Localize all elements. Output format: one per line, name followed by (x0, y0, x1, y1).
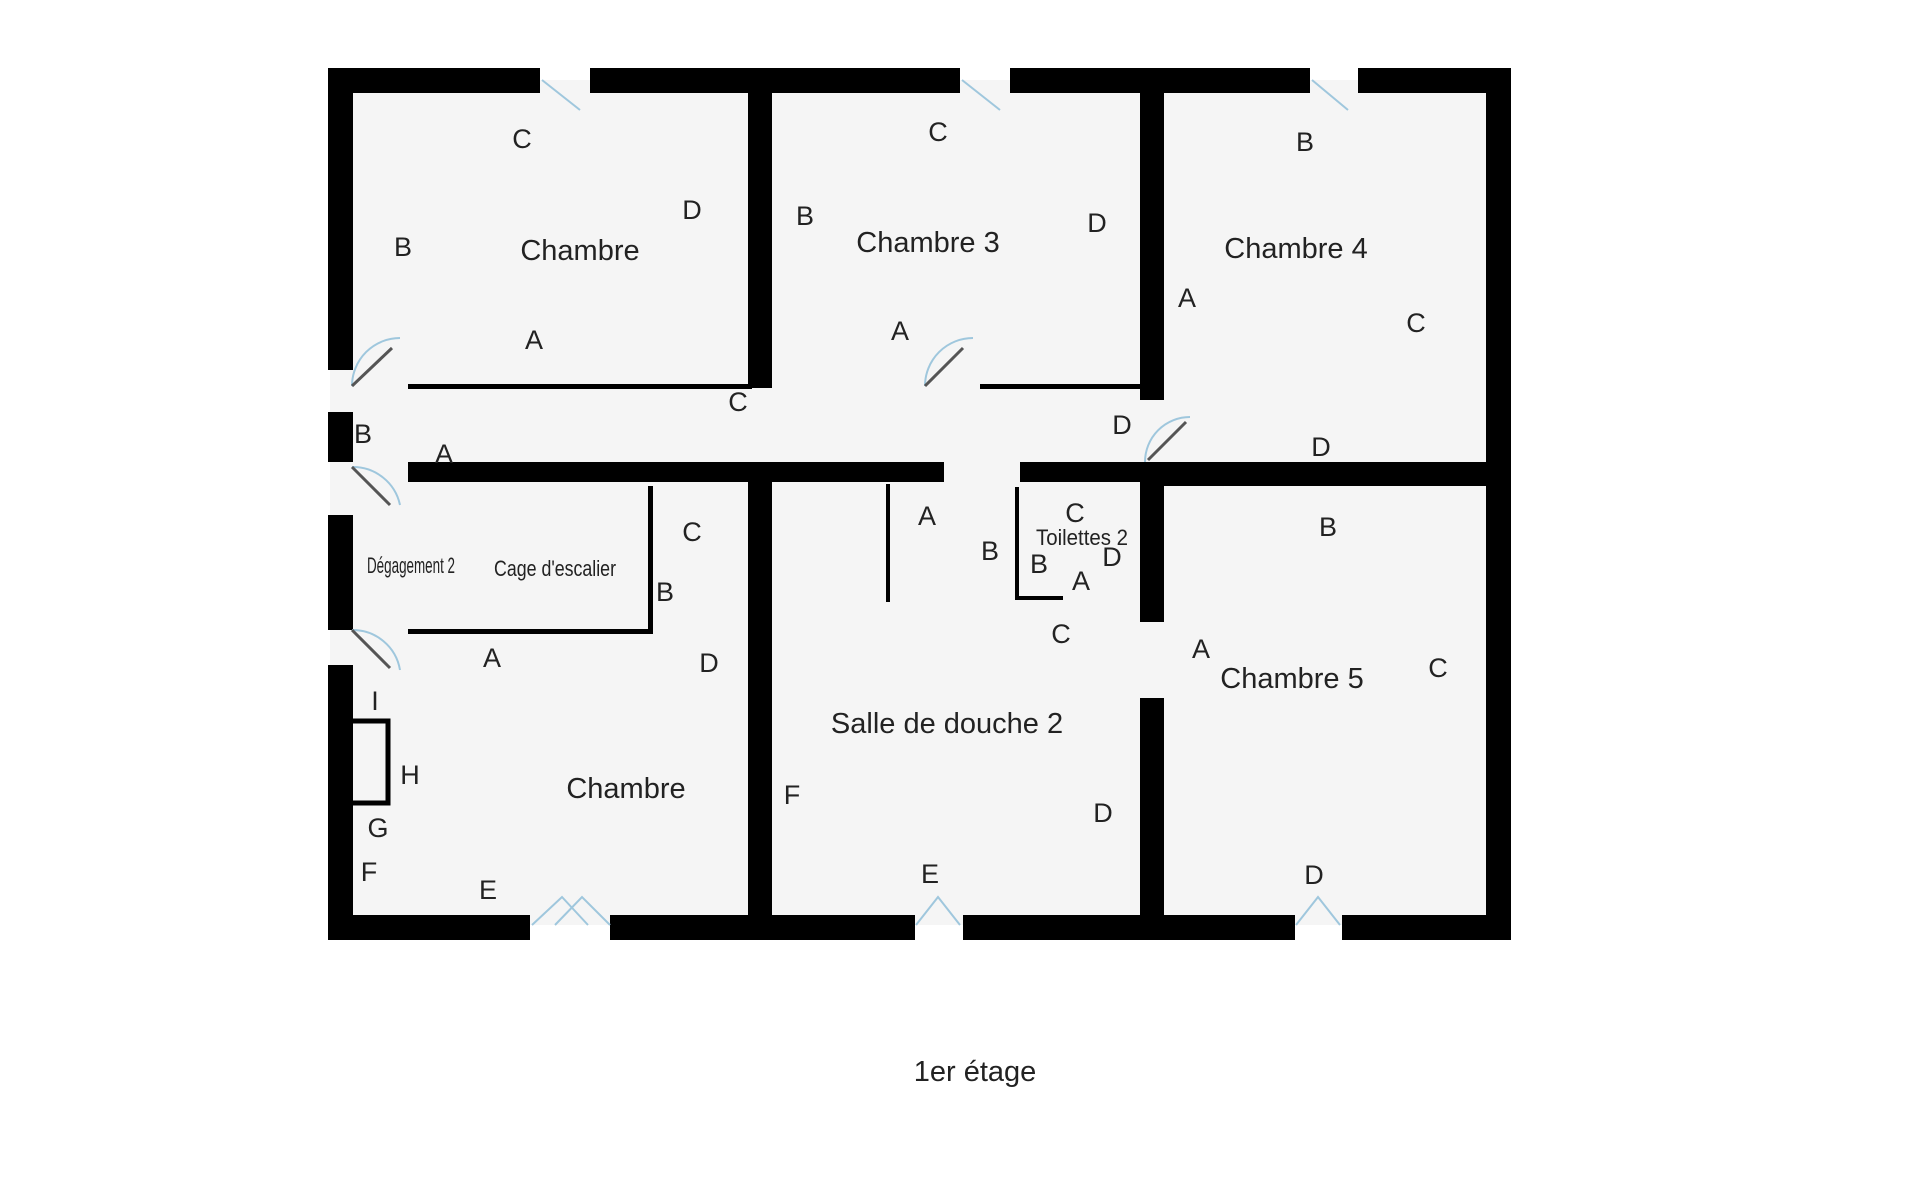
wall-letter: C (728, 387, 748, 417)
wall-v-chambre-1-3 (748, 80, 772, 388)
wall-h-corridor-bottom-1 (408, 462, 944, 482)
room-label-salle-de-douche-2: Salle de douche 2 (831, 708, 1063, 740)
wall-left-3 (328, 515, 353, 630)
wall-letter: C (1051, 619, 1071, 649)
wall-letter: D (1093, 798, 1113, 828)
door-chambre-1 (351, 337, 401, 387)
wall-bottom-4 (1342, 915, 1510, 940)
wall-top-4 (1358, 68, 1510, 93)
wall-wc-left (1015, 487, 1019, 600)
room-label-chambre-4: Chambre 4 (1224, 233, 1367, 265)
door-leaf-chambre-2 (350, 628, 392, 670)
wall-h-corridor-bottom-2 (1020, 462, 1162, 482)
wall-letter: H (400, 760, 420, 790)
wall-h-corridor-top-1 (408, 384, 752, 389)
window-top-3 (1311, 79, 1349, 111)
wall-letter: C (682, 517, 702, 547)
room-label-chambre-3: Chambre 3 (856, 227, 999, 259)
room-label-chambre-5: Chambre 5 (1220, 663, 1363, 695)
wall-letter: D (1087, 208, 1107, 238)
door-leaf-chambre-4 (1146, 420, 1188, 462)
wall-letter: C (1428, 653, 1448, 683)
window-top-2 (961, 79, 1001, 111)
wall-wc-right-1 (1140, 480, 1164, 596)
outer-walls (328, 68, 1511, 940)
wall-v-chambre-3-4 (1140, 80, 1164, 400)
floor-area (330, 80, 1510, 925)
wall-letter: F (361, 857, 378, 887)
wall-stair-right (648, 486, 653, 634)
door-chambre-2 (351, 628, 401, 671)
wall-letter: C (512, 124, 532, 154)
room-label-degagement-2: Dégagement 2 (367, 553, 455, 578)
wall-letter: E (921, 859, 939, 889)
wall-letter: A (1178, 283, 1196, 313)
wall-letter: D (699, 648, 719, 678)
door-leaves (350, 346, 1188, 670)
wall-v-salle-chambre-5-2 (1140, 698, 1164, 920)
room-label-cage-escalier: Cage d'escalier (494, 556, 616, 581)
wall-top-2 (590, 68, 960, 93)
wall-letter: B (796, 201, 814, 231)
wall-left-2 (328, 412, 353, 462)
wall-letter: C (1065, 498, 1085, 528)
wall-letter: A (891, 316, 909, 346)
wall-letter: B (394, 232, 412, 262)
wall-letters: C D B A C B D A B A C D C B A D C B A D … (354, 117, 1448, 905)
wall-bottom-3 (963, 915, 1295, 940)
room-label-chambre-1: Chambre (520, 235, 639, 267)
door-leaf-chambre-3 (923, 346, 965, 388)
wall-letter: A (525, 325, 543, 355)
wall-letter: B (354, 419, 372, 449)
wall-letter: D (1311, 432, 1331, 462)
door-leaf-degagement (350, 465, 392, 507)
wall-stair-bottom (408, 629, 653, 634)
wall-top-1 (328, 68, 540, 93)
wall-letter: B (1296, 127, 1314, 157)
wall-salle-partition (886, 484, 890, 602)
wall-letter: B (1319, 512, 1337, 542)
wall-letter: A (918, 501, 936, 531)
wall-letter: A (1072, 566, 1090, 596)
door-chambre-3 (924, 337, 974, 387)
window-bottom-3 (1295, 895, 1341, 926)
wall-h-corridor-top-2 (980, 384, 1144, 389)
door-leaf-chambre-1 (350, 346, 394, 388)
window-bottom-2 (915, 895, 961, 926)
door-chambre-4 (1144, 416, 1191, 463)
closet (347, 718, 391, 806)
room-label-chambre-2: Chambre (566, 773, 685, 805)
wall-letter: A (435, 439, 453, 469)
wall-letter: D (1102, 542, 1122, 572)
wall-right (1486, 68, 1511, 940)
door-degagement (351, 465, 401, 506)
window-top-1 (541, 79, 581, 111)
wall-v-chambre-2-salle (748, 472, 772, 920)
wall-letter: B (981, 536, 999, 566)
wall-bottom-1 (328, 915, 530, 940)
wall-letter: A (1192, 634, 1210, 664)
wall-h-chambre-4-5 (1144, 462, 1494, 486)
wall-letter: G (367, 813, 388, 843)
window-bottom-1 (531, 895, 611, 926)
interior-walls (408, 80, 1494, 920)
wall-letter: D (682, 195, 702, 225)
wall-left-1 (328, 68, 353, 370)
wall-letter: A (483, 643, 501, 673)
floor-label: 1er étage (914, 1056, 1037, 1088)
wall-wc-bottom (1015, 596, 1063, 600)
wall-letter: F (784, 780, 801, 810)
wall-letter: E (479, 875, 497, 905)
wall-letter: B (656, 577, 674, 607)
wall-letter: C (928, 117, 948, 147)
wall-letter: D (1112, 410, 1132, 440)
room-labels: Chambre Chambre 3 Chambre 4 Dégagement 2… (367, 227, 1368, 805)
wall-letter: D (1304, 860, 1324, 890)
wall-letter: C (1406, 308, 1426, 338)
openings (351, 79, 1349, 926)
wall-letter: I (371, 686, 379, 716)
wall-letter: B (1030, 549, 1048, 579)
room-label-toilettes-2: Toilettes 2 (1036, 525, 1128, 550)
